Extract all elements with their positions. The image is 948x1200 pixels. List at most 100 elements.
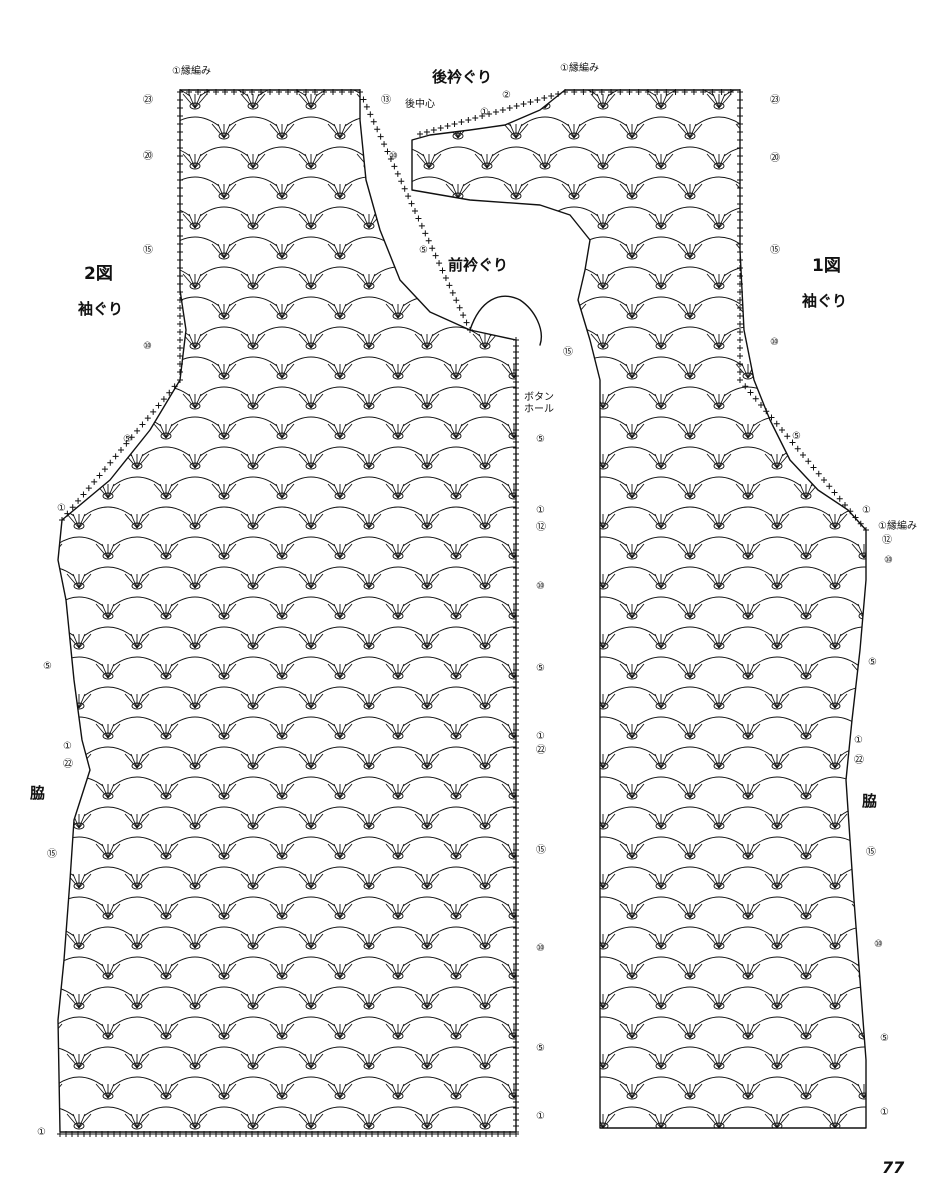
fan-stitch <box>252 813 266 829</box>
shell-center <box>276 192 288 200</box>
fan-stitch <box>689 243 697 259</box>
fan-stitch <box>339 1083 353 1099</box>
fan-stitch <box>9 754 21 768</box>
fan-stitch <box>356 273 370 289</box>
fan-stitch <box>660 333 674 349</box>
fan-stitch <box>922 184 934 198</box>
chain-arch-stitch <box>347 537 395 546</box>
fan-stitch <box>863 903 866 919</box>
fan-stitch <box>394 244 400 258</box>
shell-center <box>45 253 55 259</box>
shell-center <box>73 942 85 950</box>
chain-arch-stitch <box>58 1106 75 1117</box>
fan-stitch <box>648 1053 662 1069</box>
fan-stitch <box>828 213 836 229</box>
fan-stitch <box>153 723 167 739</box>
chain-arch-stitch <box>257 926 307 937</box>
fan-stitch <box>223 543 231 559</box>
fan-stitch <box>677 543 691 559</box>
shell-center <box>829 1002 841 1010</box>
chain-arch-stitch <box>549 266 599 277</box>
shell-center <box>247 1062 259 1070</box>
fan-stitch <box>660 393 674 409</box>
fan-stitch <box>922 364 928 378</box>
fan-stitch <box>538 453 546 469</box>
fan-stitch <box>252 1113 266 1129</box>
fan-stitch <box>660 573 668 589</box>
fan-stitch <box>881 1054 893 1068</box>
chain-arch-stitch <box>519 777 567 786</box>
chain-arch-stitch <box>694 416 744 427</box>
fan-stitch <box>683 123 691 139</box>
shell-center <box>800 912 812 920</box>
fan-stitch <box>764 753 778 769</box>
fan-stitch <box>689 423 703 439</box>
chain-arch-stitch <box>0 747 16 756</box>
fan-stitch <box>182 273 196 289</box>
fan-stitch <box>58 1083 63 1099</box>
fan-stitch <box>501 603 515 619</box>
fan-stitch <box>368 693 382 709</box>
chain-arch-stitch <box>665 446 715 457</box>
fan-stitch <box>426 513 440 529</box>
fan-stitch <box>362 1113 370 1129</box>
fan-stitch <box>922 544 934 558</box>
fan-stitch <box>194 813 208 829</box>
fan-stitch <box>182 693 196 709</box>
fan-stitch <box>416 153 430 169</box>
chain-arch-stitch <box>752 356 802 367</box>
shell-center <box>800 1032 812 1040</box>
fan-stitch <box>735 423 749 439</box>
fan-stitch <box>368 993 382 1009</box>
chain-arch-stitch <box>752 656 802 667</box>
chain-arch-stitch <box>519 117 567 126</box>
shell-center <box>45 913 55 919</box>
fan-stitch <box>764 273 778 289</box>
fan-stitch <box>706 993 720 1009</box>
fan-stitch <box>677 843 691 859</box>
fan-stitch <box>543 754 555 768</box>
shell-center <box>771 822 783 830</box>
fan-stitch <box>38 904 50 918</box>
shell-center <box>305 702 317 710</box>
fan-stitch <box>602 933 610 949</box>
fan-stitch <box>21 1114 33 1128</box>
fan-stitch <box>397 243 405 259</box>
fan-stitch <box>371 1054 383 1068</box>
fan-stitch <box>834 753 842 769</box>
fan-stitch <box>677 303 691 319</box>
fan-stitch <box>153 183 167 199</box>
shell-center <box>800 372 812 380</box>
fan-stitch <box>252 393 260 409</box>
fan-stitch <box>544 333 558 349</box>
shell-center <box>479 282 491 290</box>
fan-stitch <box>648 993 662 1009</box>
fan-stitch <box>747 843 761 859</box>
fan-stitch <box>834 153 842 169</box>
fan-stitch <box>78 213 86 229</box>
fan-stitch <box>486 933 500 949</box>
fan-stitch <box>537 1054 543 1068</box>
chain-arch-stitch <box>781 386 831 397</box>
fan-stitch <box>939 214 948 228</box>
fan-stitch <box>822 453 836 469</box>
fan-stitch <box>21 154 27 168</box>
chain-arch-stitch <box>170 836 220 847</box>
fan-stitch <box>922 304 928 318</box>
fan-stitch <box>881 994 893 1008</box>
fan-stitch <box>712 1053 720 1069</box>
fan-stitch <box>223 1083 237 1099</box>
fan-stitch <box>371 274 383 288</box>
fan-stitch <box>414 333 428 349</box>
fan-stitch <box>443 303 457 319</box>
fan-stitch <box>851 123 865 139</box>
chain-arch-stitch <box>199 146 249 157</box>
fan-stitch <box>805 183 813 199</box>
fan-stitch <box>893 694 899 708</box>
shell-center <box>276 912 288 920</box>
fan-stitch <box>851 603 865 619</box>
fan-stitch <box>414 933 428 949</box>
chain-arch-stitch <box>462 536 512 547</box>
fan-stitch <box>356 513 370 529</box>
shell-center <box>218 492 230 500</box>
